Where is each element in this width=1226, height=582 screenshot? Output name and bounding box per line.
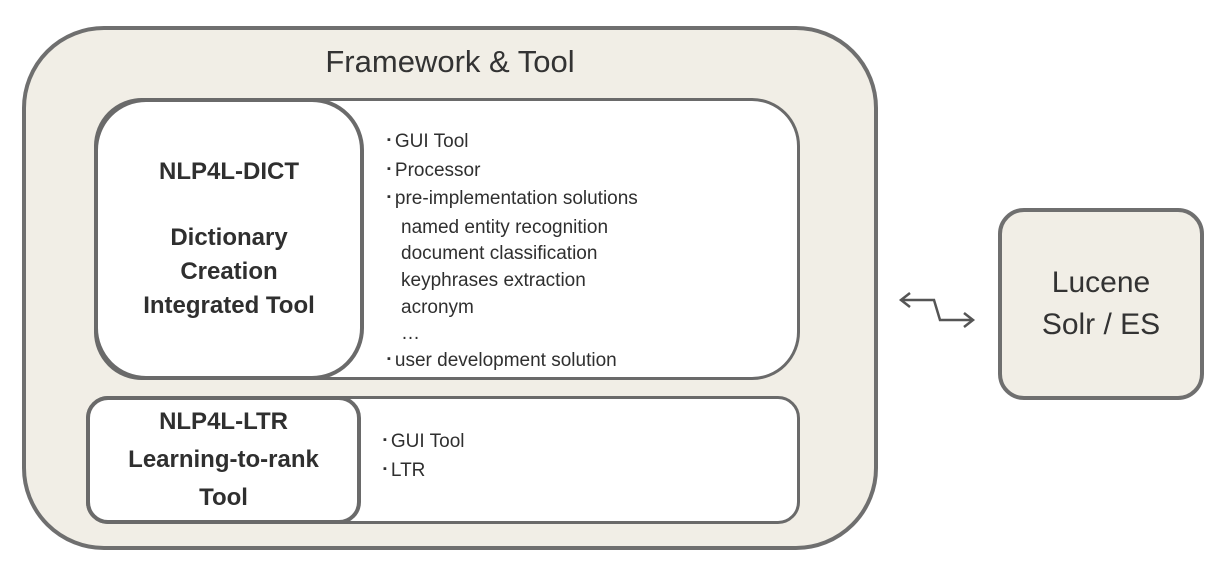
framework-title: Framework & Tool [325,44,575,79]
nlp4l-dict-name: NLP4L-DICT [159,158,299,185]
list-item: GUI Tool [387,129,638,158]
dict-feature-list: GUI Tool Processor pre-implementation so… [387,129,638,376]
solr-es-line: Solr / ES [1041,308,1161,341]
nlp4l-ltr-name: NLP4L-LTR [159,408,288,435]
nlp4l-ltr-panel: NLP4L-LTR Learning-to-rank Tool GUI Tool… [86,396,800,524]
ltr-desc-line: Learning-to-rank [128,446,319,473]
lucene-line: Lucene [1051,266,1151,299]
ltr-feature-list: GUI Tool LTR [383,429,465,487]
list-item: user development solution [387,348,638,377]
list-subitem: keyphrases extraction [401,269,586,291]
list-item: pre-implementation solutions [387,186,638,215]
dict-desc-line: Dictionary [170,224,288,251]
bidirectional-arrow-icon [898,292,976,328]
list-item: Processor [387,158,638,187]
ltr-desc-line: Tool [199,484,248,511]
nlp4l-dict-panel: NLP4L-DICT Dictionary Creation Integrate… [94,98,800,380]
nlp4l-dict-box: NLP4L-DICT Dictionary Creation Integrate… [94,98,364,380]
framework-tool-box: Framework & Tool NLP4L-DICT Dictionary C… [22,26,878,550]
dict-desc-line: Integrated Tool [143,292,315,319]
list-item: GUI Tool [383,429,465,458]
list-subitem: … [401,323,420,345]
list-subitem: acronym [401,296,474,318]
lucene-solr-box: Lucene Solr / ES [998,208,1204,400]
list-item: LTR [383,458,464,487]
dict-desc-line: Creation [180,258,278,285]
list-subitem: document classification [401,243,598,265]
list-subitem: named entity recognition [401,216,609,238]
nlp4l-ltr-box: NLP4L-LTR Learning-to-rank Tool [86,396,361,524]
